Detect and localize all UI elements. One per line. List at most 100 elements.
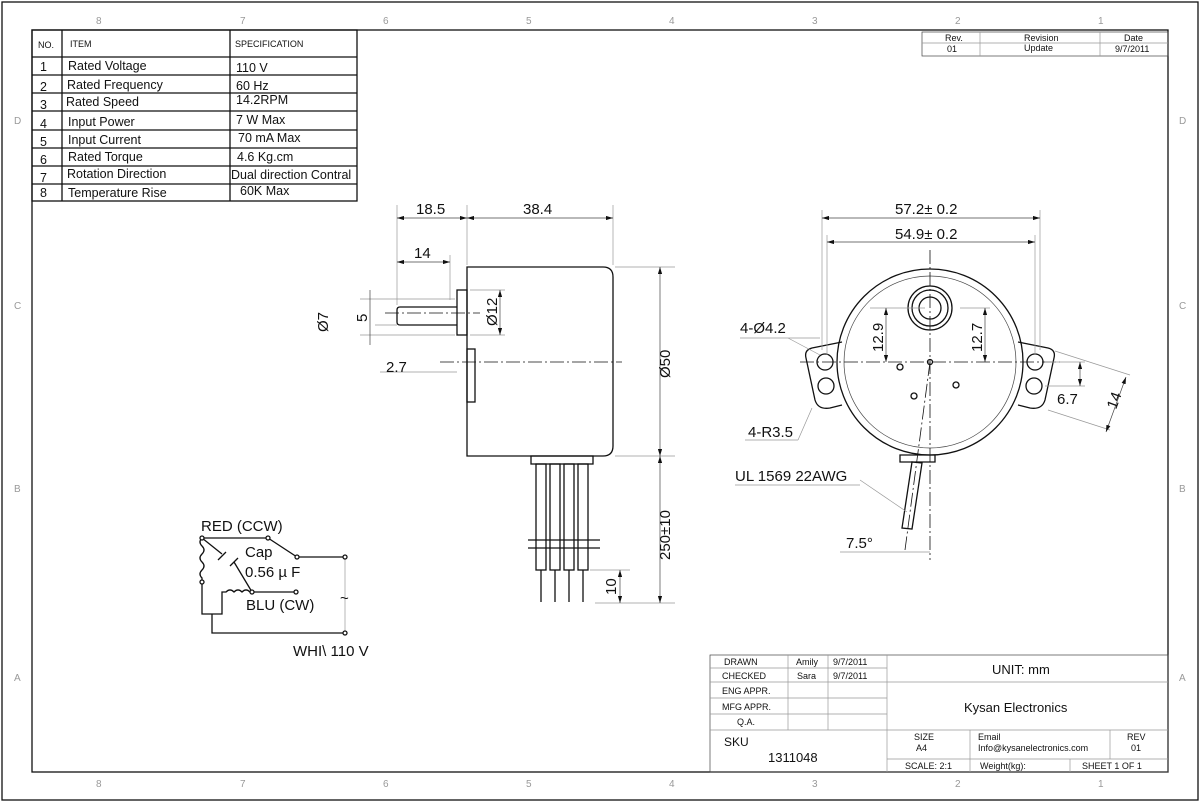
dim-14: 14: [414, 245, 431, 262]
wire-boot: [530, 455, 594, 465]
mount-plate: [466, 348, 476, 403]
sku-value: 1311048: [768, 750, 818, 765]
zone-col: 6: [383, 16, 389, 27]
callout-holes: 4-Ø4.2: [740, 320, 786, 337]
svg-text:Date: Date: [1124, 33, 1143, 43]
dim-10: 10: [603, 578, 620, 595]
dim-57-2: 57.2± 0.2: [895, 201, 957, 218]
svg-text:Dual direction Contral: Dual direction Contral: [231, 168, 351, 182]
zone-labels: 8 7 6 5 4 3 2 1 8 7 6 5 4 3 2 1 D C B A …: [14, 16, 1186, 790]
svg-text:01: 01: [947, 44, 957, 54]
sku-label: SKU: [724, 735, 749, 749]
dim-12-7: 12.7: [969, 323, 986, 352]
dim-lead-length: 250±10: [657, 510, 674, 560]
svg-text:A4: A4: [916, 743, 927, 753]
svg-text:14.2RPM: 14.2RPM: [236, 93, 288, 107]
right-ear: [1017, 341, 1056, 409]
inner-frame: [31, 29, 1169, 773]
svg-text:6: 6: [40, 153, 47, 167]
zone-col: 7: [240, 779, 246, 790]
lead-wire: [549, 463, 561, 571]
svg-text:70 mA Max: 70 mA Max: [238, 131, 301, 145]
svg-text:7: 7: [40, 171, 47, 185]
table-row: 5 Input Current 70 mA Max: [40, 131, 301, 149]
callout-radius: 4-R3.5: [748, 424, 793, 441]
dim-6-7: 6.7: [1057, 391, 1078, 408]
zone-col: 8: [96, 779, 102, 790]
dim-dia-50: Ø50: [657, 350, 674, 378]
svg-text:9/7/2011: 9/7/2011: [833, 657, 867, 667]
svg-text:60K Max: 60K Max: [240, 184, 290, 198]
dim-18-5: 18.5: [416, 201, 445, 218]
svg-text:7 W Max: 7 W Max: [236, 113, 286, 127]
side-view: 18.5 38.4 14 2.7 Ø7 5 Ø12 Ø50 250±10 10: [315, 201, 675, 604]
front-view: 57.2± 0.2 54.9± 0.2 12.9 12.7 6.7 14 4-Ø…: [735, 201, 1131, 560]
svg-text:REV: REV: [1127, 732, 1146, 742]
callout-wire: UL 1569 22AWG: [735, 468, 847, 485]
svg-text:Q.A.: Q.A.: [737, 717, 755, 727]
zone-col: 3: [812, 16, 818, 27]
dim-2-7: 2.7: [386, 359, 407, 376]
svg-text:Sara: Sara: [797, 671, 816, 681]
svg-text:Amily: Amily: [796, 657, 818, 667]
svg-text:Revision: Revision: [1024, 33, 1059, 43]
header-no: NO.: [38, 40, 54, 50]
svg-text:Rated Voltage: Rated Voltage: [68, 59, 147, 73]
zone-col: 6: [383, 779, 389, 790]
zone-col: 2: [955, 16, 961, 27]
lead-bundle: [901, 461, 923, 530]
header-item: ITEM: [70, 39, 92, 49]
zone-col: 1: [1098, 16, 1104, 27]
label-blu: BLU (CW): [246, 597, 314, 614]
svg-text:4: 4: [40, 117, 47, 131]
svg-text:3: 3: [40, 98, 47, 112]
mount-hole: [817, 377, 835, 395]
title-block: DRAWN Amily 9/7/2011 CHECKED Sara 9/7/20…: [709, 654, 1169, 773]
zone-row: B: [14, 484, 21, 495]
svg-text:4.6 Kg.cm: 4.6 Kg.cm: [237, 150, 293, 164]
svg-text:Update: Update: [1024, 43, 1053, 53]
label-whi: WHI\ 110 V: [293, 643, 369, 660]
zone-row: A: [1179, 673, 1186, 684]
zone-col: 5: [526, 16, 532, 27]
svg-text:Input Current: Input Current: [68, 133, 141, 147]
revision-table: Rev. Revision Date 01 Update 9/7/2011: [921, 31, 1169, 57]
unit-label: UNIT: mm: [992, 662, 1050, 677]
zone-col: 1: [1098, 779, 1104, 790]
svg-text:Rated Torque: Rated Torque: [68, 150, 143, 164]
svg-text:DRAWN: DRAWN: [724, 657, 758, 667]
zone-col: 5: [526, 779, 532, 790]
shaft: [396, 306, 457, 326]
dim-54-9: 54.9± 0.2: [895, 226, 957, 243]
svg-text:2: 2: [40, 80, 47, 94]
svg-text:Temperature Rise: Temperature Rise: [68, 186, 167, 200]
email-value: Info@kysanelectronics.com: [978, 743, 1088, 753]
zone-col: 4: [669, 779, 675, 790]
zone-row: C: [14, 301, 21, 312]
svg-text:5: 5: [40, 135, 47, 149]
zone-col: 2: [955, 779, 961, 790]
dim-38-4: 38.4: [523, 201, 552, 218]
zone-row: B: [1179, 484, 1186, 495]
label-red: RED (CCW): [201, 518, 283, 535]
svg-text:Input Power: Input Power: [68, 115, 135, 129]
svg-text:SIZE: SIZE: [914, 732, 934, 742]
left-ear: [804, 341, 843, 409]
ac-source-icon: ~: [340, 590, 349, 607]
shaft-boss: [456, 289, 468, 336]
zone-col: 3: [812, 779, 818, 790]
mount-hole: [1025, 377, 1043, 395]
dim-12-9: 12.9: [870, 323, 887, 352]
dim-14-ear: 14: [1104, 390, 1126, 411]
svg-text:CHECKED: CHECKED: [722, 671, 767, 681]
label-cap-value: 0.56 µ F: [245, 564, 300, 581]
dim-dia-12: Ø12: [484, 298, 501, 326]
svg-text:Email: Email: [978, 732, 1001, 742]
svg-text:01: 01: [1131, 743, 1141, 753]
